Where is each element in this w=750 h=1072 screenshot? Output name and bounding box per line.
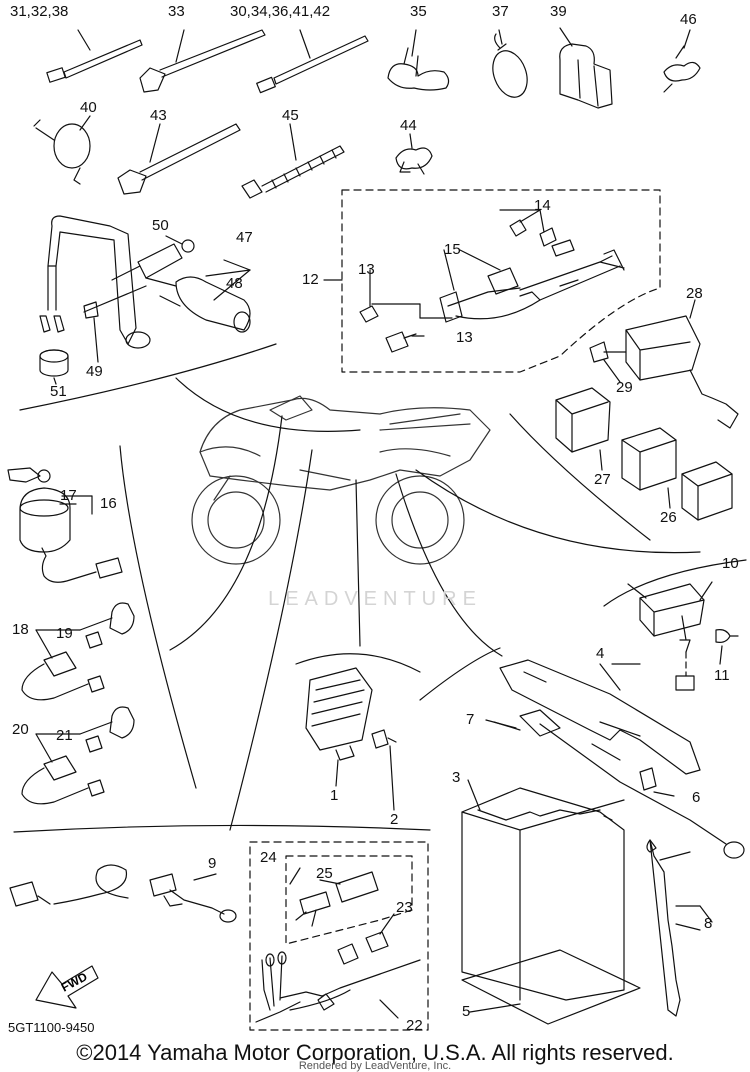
battery-area [461, 659, 745, 1025]
callout-6: 6 [692, 789, 701, 806]
callout-2: 2 [390, 811, 399, 828]
fwd-label: FWD [59, 969, 90, 994]
part-number: 5GT1100-9450 [8, 1020, 95, 1035]
callout-14: 14 [534, 197, 551, 214]
regulator-10 [639, 581, 739, 691]
callout-37: 37 [492, 3, 509, 20]
harness-box-lower [249, 841, 429, 1031]
group-boundary [419, 647, 501, 701]
callout-9: 9 [208, 855, 217, 872]
leader-curve [229, 449, 313, 831]
band-45 [241, 123, 345, 199]
grommet-37 [492, 29, 528, 98]
cable-tie-31 [46, 29, 143, 83]
cable-tie-33 [139, 29, 266, 93]
callout-13-lower: 13 [456, 329, 473, 346]
leader-curve [169, 415, 283, 651]
callout-46: 46 [680, 11, 697, 28]
callout-33: 33 [168, 3, 185, 20]
callout-29: 29 [616, 379, 633, 396]
callout-35: 35 [410, 3, 427, 20]
fwd-arrow [35, 965, 99, 1009]
main-switch [7, 467, 123, 583]
callout-16: 16 [100, 495, 117, 512]
fwd-label-box: FWD [59, 969, 90, 994]
callout-31-32-38: 31,32,38 [10, 3, 69, 20]
group-boundary [509, 413, 651, 541]
holder-39 [559, 27, 613, 109]
callout-20: 20 [12, 721, 29, 738]
leader-curve [355, 479, 361, 647]
callout-22: 22 [406, 1017, 423, 1034]
callout-49: 49 [86, 363, 103, 380]
callout-10: 10 [722, 555, 739, 572]
callout-19: 19 [56, 625, 73, 642]
relay-group [555, 299, 739, 521]
callout-17: 17 [60, 487, 77, 504]
callout-50: 50 [152, 217, 169, 234]
callout-12: 12 [302, 271, 319, 288]
cable-tie-43 [117, 123, 241, 195]
group-boundary [295, 653, 421, 673]
atv-body [191, 395, 491, 565]
callout-21: 21 [56, 727, 73, 744]
callout-27: 27 [594, 471, 611, 488]
group-boundary [19, 343, 277, 411]
grommet-40 [33, 115, 91, 185]
leader-curve [395, 473, 503, 657]
callout-44: 44 [400, 117, 417, 134]
callout-15: 15 [444, 241, 461, 258]
sensor-18 [21, 602, 135, 701]
callout-40: 40 [80, 99, 97, 116]
clip-46 [663, 29, 701, 93]
watermark: LEADVENTURE [268, 588, 482, 610]
callout-26: 26 [660, 509, 677, 526]
callout-28: 28 [686, 285, 703, 302]
callout-leaders [159, 295, 701, 931]
leader-curve [175, 377, 361, 432]
callout-5: 5 [462, 1003, 471, 1020]
callout-11: 11 [714, 667, 730, 684]
callout-7: 7 [466, 711, 475, 728]
clamp-35 [387, 29, 450, 91]
harness-9 [9, 864, 237, 923]
callout-30-34-36-41-42: 30,34,36,41,42 [230, 3, 331, 20]
cable-tie-30 [256, 29, 369, 94]
callout-3: 3 [452, 769, 461, 786]
callout-25: 25 [316, 865, 333, 882]
harness-box [323, 189, 661, 373]
group-boundary [13, 824, 431, 833]
handlebar-switch-group [39, 215, 251, 385]
leader-curve [415, 469, 701, 554]
callout-43: 43 [150, 107, 167, 124]
callout-23: 23 [396, 899, 413, 916]
callout-1: 1 [330, 787, 339, 804]
callout-48: 48 [226, 275, 243, 292]
callout-24: 24 [260, 849, 277, 866]
callout-39: 39 [550, 3, 567, 20]
callout-45: 45 [282, 107, 299, 124]
callout-51: 51 [50, 383, 67, 400]
callout-18: 18 [12, 621, 29, 638]
clip-44 [395, 133, 433, 175]
callout-13-upper: 13 [358, 261, 375, 278]
callout-47: 47 [236, 229, 253, 246]
callout-4: 4 [596, 645, 605, 662]
rectifier [305, 667, 397, 811]
group-boundary [119, 445, 197, 789]
sensor-20 [21, 706, 135, 805]
rendered-by: Rendered by LeadVenture, Inc. [298, 1060, 452, 1072]
group-boundary [603, 559, 747, 607]
callout-8: 8 [704, 915, 713, 932]
copyright-notice: ©2014 Yamaha Motor Corporation, U.S.A. A… [76, 1040, 674, 1065]
